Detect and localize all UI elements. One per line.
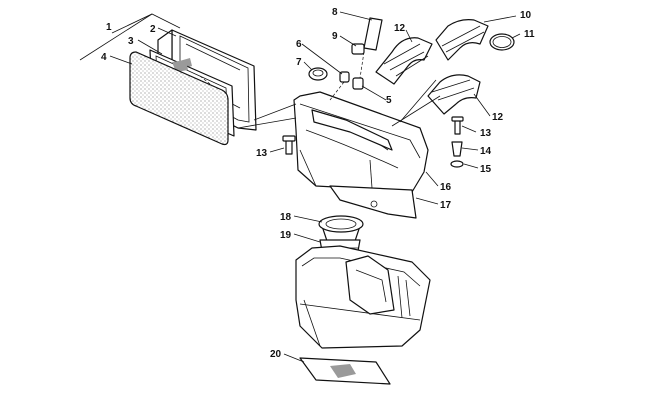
callout-17: 17 [440, 200, 452, 211]
callout-labels: 1 2 3 4 5 6 7 8 9 10 11 12 12 13 13 14 1… [101, 7, 535, 360]
callout-1: 1 [106, 22, 112, 33]
intake-hardware [308, 17, 383, 101]
callout-3: 3 [128, 36, 134, 47]
airbox-lower [295, 215, 431, 349]
leader-lines [109, 11, 521, 363]
alignment-line [199, 75, 211, 85]
callout-16: 16 [440, 182, 452, 193]
callout-2: 2 [150, 24, 156, 35]
callout-15: 15 [480, 164, 492, 175]
fitting-5 [352, 77, 364, 90]
callout-7: 7 [296, 57, 302, 68]
cover-rib [311, 109, 393, 151]
screw-left [285, 139, 293, 155]
duct-link-line [391, 95, 441, 127]
callout-bracket-1b [79, 13, 153, 61]
bottom-pad [299, 357, 391, 385]
callout-bracket-1 [111, 13, 181, 34]
callout-4: 4 [101, 52, 107, 63]
intake-ducts [375, 19, 515, 127]
screw-right [454, 119, 461, 135]
callout-18: 18 [280, 212, 292, 223]
airbox-cover [237, 91, 429, 219]
callout-19: 19 [280, 230, 292, 241]
callout-14: 14 [480, 146, 492, 157]
cover-link-line [237, 117, 297, 129]
callout-20: 20 [270, 349, 282, 360]
callout-5: 5 [386, 95, 392, 106]
callout-13-right: 13 [480, 128, 492, 139]
cover-gasket [329, 185, 417, 219]
fitting-6 [339, 71, 350, 83]
callout-10: 10 [520, 10, 532, 21]
fasteners [282, 116, 464, 168]
callout-12-lower: 12 [492, 112, 504, 123]
callout-9: 9 [332, 31, 338, 42]
breather-tube [363, 17, 383, 51]
callout-12-upper: 12 [394, 23, 406, 34]
callout-8: 8 [332, 7, 338, 18]
washer-15 [450, 160, 464, 168]
callout-6: 6 [296, 39, 302, 50]
intake-duct-10 [435, 19, 489, 61]
filter-assembly [79, 13, 257, 146]
callout-11: 11 [524, 29, 535, 40]
callout-13-left: 13 [256, 148, 268, 159]
foam-filter-element [129, 51, 229, 146]
intake-duct-upper [375, 37, 433, 85]
clamp-9 [351, 43, 365, 55]
grommet-14 [451, 141, 463, 157]
